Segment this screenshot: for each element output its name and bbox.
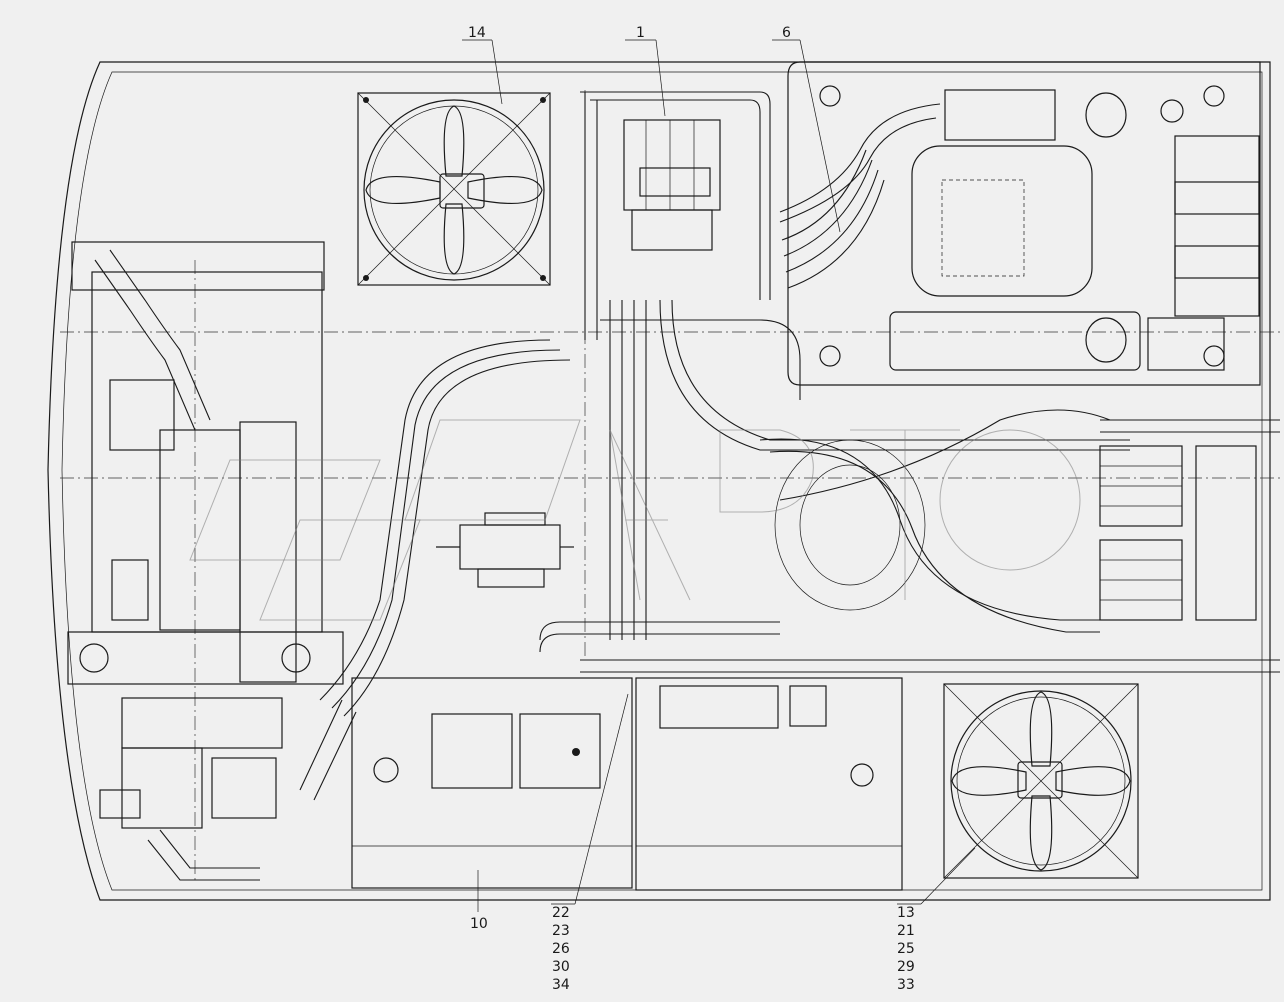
leader-lines <box>462 39 976 912</box>
callout-6: 6 <box>782 25 791 41</box>
callout-13: 13 <box>897 905 915 921</box>
callout-30: 30 <box>552 959 570 975</box>
callout-22: 22 <box>552 905 570 921</box>
callout-34: 34 <box>552 977 570 993</box>
cabin <box>779 61 1261 386</box>
right-manifold <box>1099 445 1257 621</box>
tank <box>351 677 633 889</box>
callout-1: 1 <box>636 25 645 41</box>
callout-33: 33 <box>897 977 915 993</box>
fan-radiator-bottom <box>943 683 1139 879</box>
callout-25: 25 <box>897 941 915 957</box>
watermark <box>189 419 1081 621</box>
callout-14: 14 <box>468 25 486 41</box>
callout-23: 23 <box>552 923 570 939</box>
callout-26: 26 <box>552 941 570 957</box>
secondary-valve <box>436 512 574 588</box>
control-valve-block <box>623 119 721 251</box>
hose-bundles <box>299 91 1280 801</box>
platform-outline <box>47 61 1271 901</box>
callout-10: 10 <box>470 916 488 932</box>
engine <box>67 241 344 881</box>
callout-21: 21 <box>897 923 915 939</box>
battery-box <box>635 677 903 891</box>
callout-29: 29 <box>897 959 915 975</box>
fan-radiator-top <box>357 92 551 286</box>
